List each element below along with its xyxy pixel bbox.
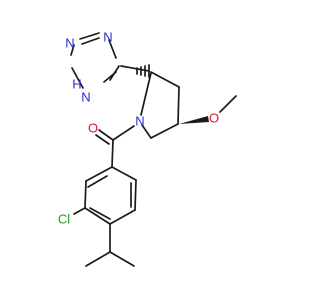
bonds <box>70 32 237 267</box>
bond-ar-cl <box>73 207 86 215</box>
bond-triazole-1b <box>81 37 100 45</box>
bond-triazole-5 <box>70 44 75 56</box>
bond-triazole-2 <box>108 39 117 59</box>
atom-labels: N N N H O O N Cl <box>58 30 219 227</box>
atom-h-triazole: H <box>72 77 81 92</box>
atom-cl: Cl <box>58 212 70 227</box>
bond-c4-c5 <box>150 123 179 139</box>
molecule-structure: N N N H O O N Cl <box>58 30 237 267</box>
atom-n-triazole-left: N <box>65 36 74 51</box>
bond-ar-2 <box>84 180 87 209</box>
bond-ar-3b <box>89 207 111 220</box>
bond-ar-3 <box>84 207 111 225</box>
bond-ipr-me2 <box>109 251 135 267</box>
bond-ar-1 <box>85 166 113 182</box>
wedge-bond-c4 <box>179 116 209 124</box>
atom-nh-triazole: N <box>81 90 90 105</box>
bond-ar-1b <box>87 175 108 188</box>
bond-triazole-1 <box>79 32 100 40</box>
bond-ar-4 <box>109 209 136 225</box>
bond-c3-c4 <box>177 86 180 125</box>
bond-ar-6 <box>111 166 137 181</box>
bond-ar-5 <box>134 179 137 211</box>
bond-carbonyl-ring <box>111 139 114 168</box>
bond-o-methyl <box>219 95 237 113</box>
bond-carbonyl-o <box>98 129 114 141</box>
atom-n-pyrrolidine: N <box>135 114 144 129</box>
hash-bond-c2 <box>136 64 150 78</box>
bond-triazole-3b <box>109 65 120 81</box>
atom-o-methoxy: O <box>209 111 219 126</box>
bond-carbonyl-o-b <box>95 134 110 145</box>
bond-n-carbonyl <box>112 125 135 141</box>
bond-triazole-4 <box>71 67 84 89</box>
bond-n-c2 <box>140 72 152 116</box>
bond-n-c5 <box>141 124 152 139</box>
bond-ipr-me1 <box>85 251 111 267</box>
bond-c2-c3 <box>150 71 180 88</box>
atom-n-triazole-top: N <box>103 30 112 45</box>
atom-o-carbonyl: O <box>88 121 98 136</box>
